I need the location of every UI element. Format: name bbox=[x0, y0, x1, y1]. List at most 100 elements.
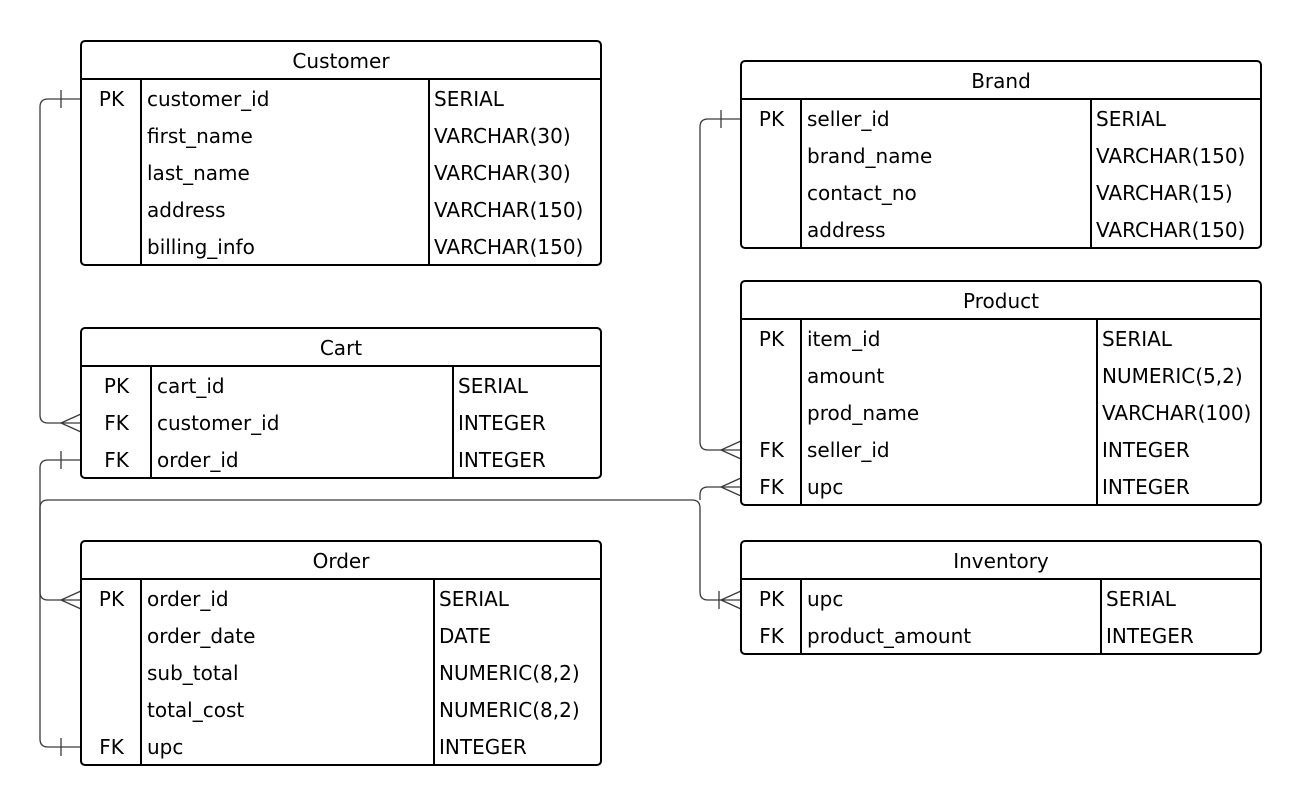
field-type: VARCHAR(150) bbox=[1096, 218, 1246, 242]
field-key bbox=[82, 118, 141, 155]
entity-inventory[interactable]: Inventory PK upc SERIAL FK product_amoun… bbox=[740, 540, 1262, 655]
column-divider bbox=[452, 367, 454, 477]
field-row: address VARCHAR(150) bbox=[82, 192, 600, 229]
field-name: order_id bbox=[157, 448, 239, 472]
field-key: PK bbox=[98, 587, 125, 611]
connector-inventory-product bbox=[699, 477, 742, 500]
field-type: INTEGER bbox=[458, 448, 546, 472]
field-type: INTEGER bbox=[1106, 624, 1194, 648]
field-type: SERIAL bbox=[1096, 107, 1166, 131]
column-divider bbox=[140, 580, 142, 764]
field-key bbox=[82, 618, 141, 655]
many-marker bbox=[59, 413, 82, 433]
field-name: product_amount bbox=[807, 624, 972, 648]
field-type: SERIAL bbox=[1106, 587, 1176, 611]
entity-customer[interactable]: Customer PK customer_id SERIAL first_nam… bbox=[80, 40, 602, 266]
field-key bbox=[742, 395, 801, 432]
field-row: PK order_id SERIAL bbox=[82, 581, 600, 618]
field-name: upc bbox=[807, 587, 844, 611]
field-key bbox=[82, 229, 141, 264]
entity-product[interactable]: Product PK item_id SERIAL amount NUMERIC… bbox=[740, 280, 1262, 506]
column-divider bbox=[1090, 100, 1092, 247]
connector-brand-product bbox=[699, 110, 742, 460]
field-name: prod_name bbox=[807, 401, 920, 425]
field-name: address bbox=[147, 198, 226, 222]
field-name: upc bbox=[147, 735, 184, 759]
column-divider bbox=[800, 320, 802, 504]
column-divider bbox=[1100, 580, 1102, 653]
field-key: PK bbox=[758, 587, 785, 611]
column-divider bbox=[140, 80, 142, 264]
field-row: order_date DATE bbox=[82, 618, 600, 655]
field-row: amount NUMERIC(5,2) bbox=[742, 358, 1260, 395]
field-row: PK item_id SERIAL bbox=[742, 321, 1260, 358]
field-name: total_cost bbox=[147, 698, 245, 722]
many-marker bbox=[719, 590, 742, 610]
field-row: PK cart_id SERIAL bbox=[82, 368, 600, 405]
field-row: sub_total NUMERIC(8,2) bbox=[82, 655, 600, 692]
field-key: PK bbox=[758, 107, 785, 131]
field-row: FK customer_id INTEGER bbox=[82, 405, 600, 442]
field-type: SERIAL bbox=[1102, 327, 1172, 351]
entity-fields: PK seller_id SERIAL brand_name VARCHAR(1… bbox=[742, 100, 1260, 247]
field-name: order_id bbox=[147, 587, 229, 611]
field-row: billing_info VARCHAR(150) bbox=[82, 229, 600, 264]
field-type: VARCHAR(150) bbox=[434, 235, 584, 259]
field-type: VARCHAR(30) bbox=[434, 161, 571, 185]
field-row: FK seller_id INTEGER bbox=[742, 432, 1260, 469]
field-type: SERIAL bbox=[434, 87, 504, 111]
field-key: FK bbox=[759, 475, 784, 499]
field-row: prod_name VARCHAR(100) bbox=[742, 395, 1260, 432]
entity-title: Product bbox=[742, 282, 1260, 320]
entity-fields: PK upc SERIAL FK product_amount INTEGER bbox=[742, 580, 1260, 653]
field-name: address bbox=[807, 218, 886, 242]
entity-brand[interactable]: Brand PK seller_id SERIAL brand_name VAR… bbox=[740, 60, 1262, 249]
field-key bbox=[742, 138, 801, 175]
field-row: contact_no VARCHAR(15) bbox=[742, 175, 1260, 212]
field-name: first_name bbox=[147, 124, 253, 148]
column-divider bbox=[433, 580, 435, 764]
field-name: upc bbox=[807, 475, 844, 499]
field-key bbox=[742, 212, 801, 247]
field-key bbox=[82, 692, 141, 729]
field-row: FK upc INTEGER bbox=[82, 729, 600, 764]
field-row: FK upc INTEGER bbox=[742, 469, 1260, 504]
field-key bbox=[82, 192, 141, 229]
entity-title: Brand bbox=[742, 62, 1260, 100]
field-type: VARCHAR(100) bbox=[1102, 401, 1252, 425]
field-key bbox=[742, 358, 801, 395]
column-divider bbox=[1096, 320, 1098, 504]
field-name: order_date bbox=[147, 624, 256, 648]
field-name: customer_id bbox=[157, 411, 280, 435]
field-key: FK bbox=[104, 411, 129, 435]
field-name: brand_name bbox=[807, 144, 933, 168]
field-name: amount bbox=[807, 364, 885, 388]
field-key: PK bbox=[98, 87, 125, 111]
field-type: NUMERIC(8,2) bbox=[439, 698, 580, 722]
field-name: item_id bbox=[807, 327, 881, 351]
field-type: VARCHAR(30) bbox=[434, 124, 571, 148]
field-key bbox=[742, 175, 801, 212]
field-name: customer_id bbox=[147, 87, 270, 111]
field-key bbox=[82, 155, 141, 192]
many-marker bbox=[59, 590, 82, 610]
field-row: first_name VARCHAR(30) bbox=[82, 118, 600, 155]
field-type: VARCHAR(15) bbox=[1096, 181, 1233, 205]
column-divider bbox=[800, 100, 802, 247]
entity-order[interactable]: Order PK order_id SERIAL order_date DATE… bbox=[80, 540, 602, 766]
field-row: FK order_id INTEGER bbox=[82, 442, 600, 477]
field-key: FK bbox=[104, 448, 129, 472]
field-key: PK bbox=[758, 327, 785, 351]
field-type: VARCHAR(150) bbox=[1096, 144, 1246, 168]
field-type: NUMERIC(5,2) bbox=[1102, 364, 1243, 388]
field-row: total_cost NUMERIC(8,2) bbox=[82, 692, 600, 729]
connector-customer-cart bbox=[39, 90, 82, 433]
field-name: seller_id bbox=[807, 107, 890, 131]
entity-cart[interactable]: Cart PK cart_id SERIAL FK customer_id IN… bbox=[80, 327, 602, 479]
entity-title: Order bbox=[82, 542, 600, 580]
field-type: INTEGER bbox=[458, 411, 546, 435]
field-key: PK bbox=[103, 374, 130, 398]
field-row: PK upc SERIAL bbox=[742, 581, 1260, 618]
field-name: contact_no bbox=[807, 181, 917, 205]
